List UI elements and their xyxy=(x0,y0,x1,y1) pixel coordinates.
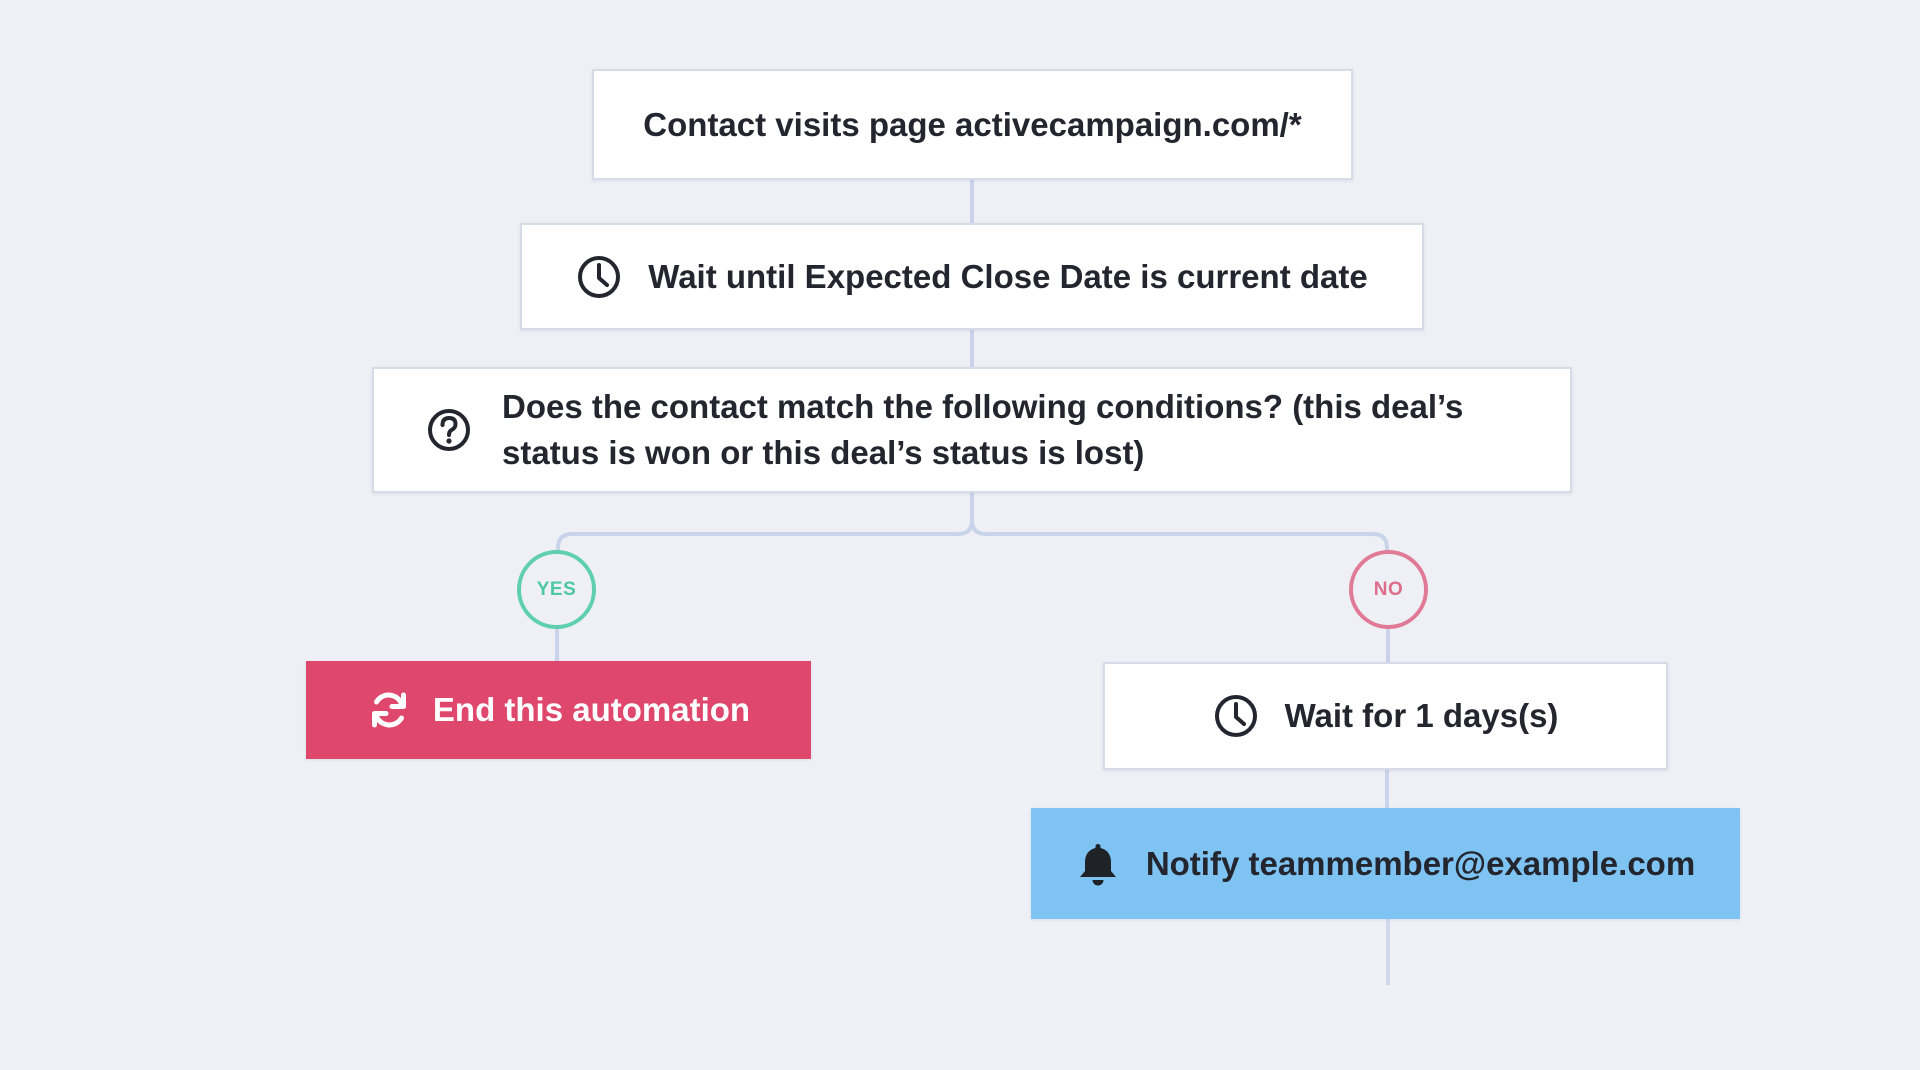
trigger-label: Contact visits page activecampaign.com/* xyxy=(643,105,1302,143)
wait-for-label: Wait for 1 days(s) xyxy=(1284,697,1559,734)
connector-condition-split-right xyxy=(970,518,1389,554)
end-automation-node[interactable]: End this automation xyxy=(306,661,811,759)
branch-yes-badge: YES xyxy=(517,550,596,629)
bell-icon xyxy=(1076,840,1120,888)
connector-condition-split xyxy=(556,491,974,554)
end-automation-label: End this automation xyxy=(432,691,751,728)
refresh-icon xyxy=(367,688,411,732)
branch-yes-label: YES xyxy=(536,578,577,600)
notify-label: Notify teammember@example.com xyxy=(1145,844,1696,882)
wait-until-label: Wait until Expected Close Date is curren… xyxy=(648,257,1368,295)
branch-no-badge: NO xyxy=(1349,550,1428,629)
trigger-node[interactable]: Contact visits page activecampaign.com/* xyxy=(592,69,1353,180)
wait-for-node[interactable]: Wait for 1 days(s) xyxy=(1103,662,1668,770)
condition-label: Does the contact match the following con… xyxy=(502,384,1463,476)
clock-icon xyxy=(576,254,622,300)
wait-until-node[interactable]: Wait until Expected Close Date is curren… xyxy=(520,223,1424,330)
clock-icon xyxy=(1213,693,1259,739)
condition-line-1: Does the contact match the following con… xyxy=(502,388,1464,425)
condition-line-2: status is won or this deal’s status is l… xyxy=(502,434,1145,471)
notify-node[interactable]: Notify teammember@example.com xyxy=(1031,808,1740,919)
condition-node[interactable]: Does the contact match the following con… xyxy=(372,367,1572,493)
branch-no-label: NO xyxy=(1373,578,1404,600)
question-circle-icon xyxy=(426,407,472,453)
